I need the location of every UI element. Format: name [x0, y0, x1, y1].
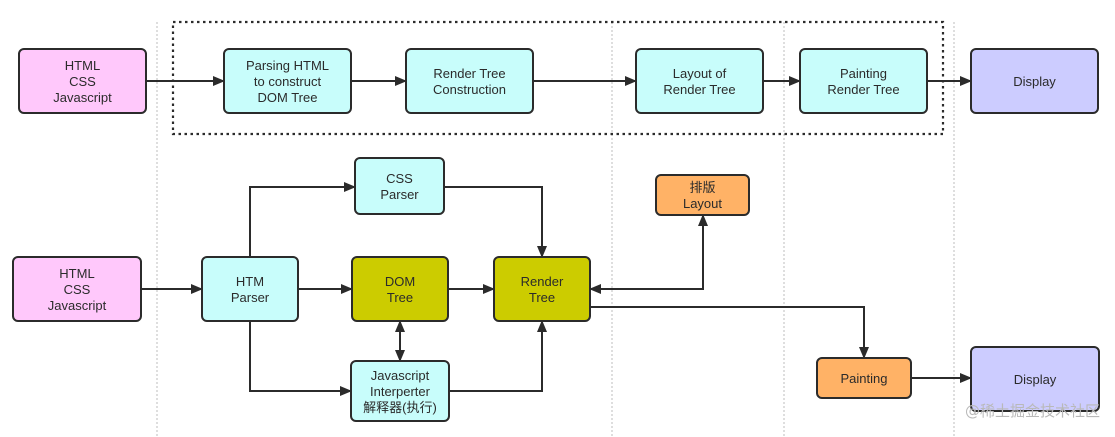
- node-b-display: Display: [970, 346, 1100, 412]
- node-label: CSS: [69, 74, 96, 89]
- node-label: Javascript: [53, 90, 112, 105]
- node-box: [405, 48, 534, 114]
- node-label: Construction: [433, 82, 506, 97]
- node-label: CSS: [64, 282, 91, 297]
- node-b-painting: Painting: [816, 357, 912, 399]
- node-label: 解释器(执行): [363, 400, 437, 415]
- watermark: @稀土掘金技术社区: [965, 402, 1100, 420]
- pipeline-group-frame: [171, 20, 945, 136]
- node-label: Render Tree: [433, 66, 505, 81]
- node-label: to construct: [254, 74, 322, 89]
- node-box: [655, 174, 750, 216]
- node-label: Tree: [387, 290, 413, 305]
- node-box: [354, 157, 445, 215]
- node-label: 排版: [689, 180, 715, 195]
- edge-b-cssparser-to-b-rendertree: [444, 186, 547, 258]
- node-box: [635, 48, 764, 114]
- node-box: [350, 360, 450, 422]
- node-label: Tree: [529, 290, 555, 305]
- node-label: Display: [1014, 372, 1057, 387]
- node-t-display: Display: [970, 48, 1099, 114]
- guide-lines: [156, 22, 955, 437]
- node-box: [493, 256, 591, 322]
- node-label: Painting: [841, 371, 888, 386]
- node-label: DOM: [385, 274, 415, 289]
- node-label: Layout of: [673, 66, 727, 81]
- edge-b-htmlparser-to-b-jsinterp: [249, 321, 352, 396]
- edge-b-htmlparser-to-b-cssparser: [249, 182, 356, 257]
- node-box: [201, 256, 299, 322]
- edge-b-jsinterp-to-b-rendertree: [449, 320, 547, 392]
- node-label: Display: [1013, 74, 1056, 89]
- edge-b-rendertree-to-b-painting: [590, 306, 869, 359]
- node-label: HTML: [59, 266, 94, 281]
- node-label: Render Tree: [663, 82, 735, 97]
- node-label: Interperter: [370, 384, 431, 399]
- node-label: HTM: [236, 274, 264, 289]
- node-box: [970, 48, 1099, 114]
- node-label: Parsing HTML: [246, 58, 329, 73]
- node-box: [12, 256, 142, 322]
- node-box: [816, 357, 912, 399]
- node-box: [223, 48, 352, 114]
- node-label: HTML: [65, 58, 100, 73]
- node-box: [799, 48, 928, 114]
- edge-b-rendertree-to-b-layout: [589, 214, 708, 294]
- node-label: DOM Tree: [258, 90, 318, 105]
- node-label: Render Tree: [827, 82, 899, 97]
- node-label: Render: [521, 274, 564, 289]
- node-label: Javascript: [48, 298, 107, 313]
- node-label: CSS: [386, 171, 413, 186]
- node-label: Layout: [683, 196, 722, 211]
- node-label: Painting: [840, 66, 887, 81]
- node-box: [18, 48, 147, 114]
- edges: [141, 76, 972, 396]
- node-box: [970, 346, 1100, 412]
- node-label: Parser: [380, 187, 419, 202]
- node-label: Javascript: [371, 368, 430, 383]
- node-label: Parser: [231, 290, 270, 305]
- node-box: [351, 256, 449, 322]
